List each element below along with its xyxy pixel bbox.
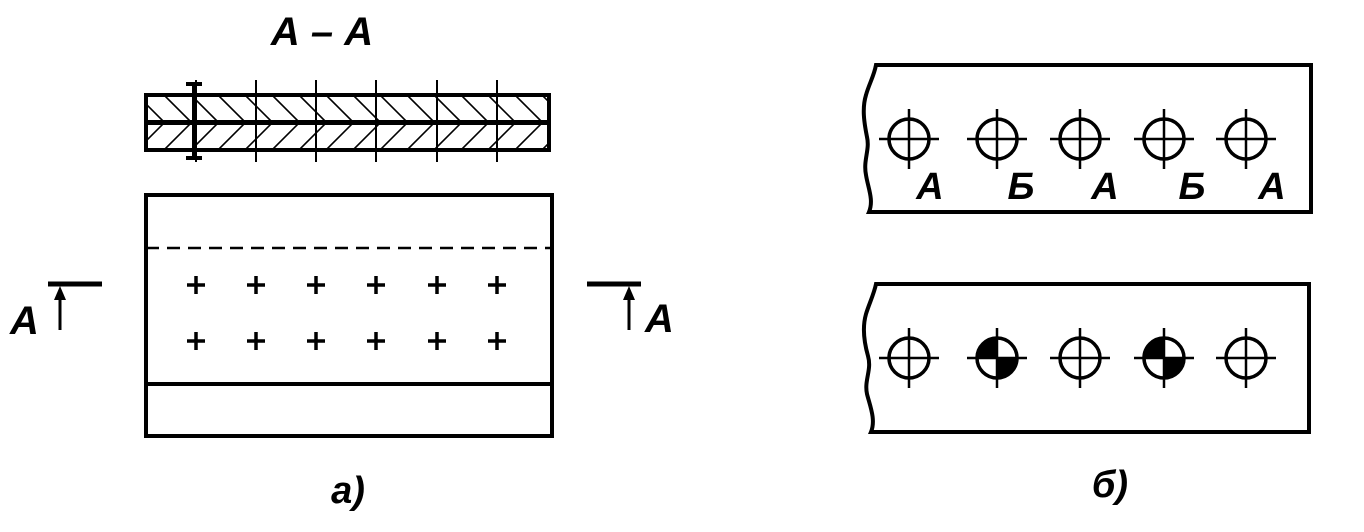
spot-symbol-filled — [967, 328, 1027, 388]
weld-spot-plus — [367, 332, 385, 350]
cut-marker-left: А — [9, 281, 102, 343]
spot-symbol — [1050, 109, 1110, 169]
weld-spot-plus — [247, 332, 265, 350]
strip-top-spots — [879, 109, 1276, 169]
weld-spot-plus — [488, 332, 506, 350]
weld-spot-plus — [187, 332, 205, 350]
spot-symbol — [1216, 328, 1276, 388]
weld-spot-plus — [488, 276, 506, 294]
top-plate — [144, 93, 551, 124]
cut-label-right: А — [644, 297, 674, 341]
spot-symbol — [1134, 109, 1194, 169]
weld-spot-grid — [187, 276, 506, 350]
strip-top-label: А — [915, 166, 943, 208]
weld-spot-plus — [307, 276, 325, 294]
spot-symbol — [879, 328, 939, 388]
plan-view — [144, 193, 554, 438]
strip-top-label: Б — [1008, 166, 1035, 208]
cut-label-left: А — [9, 299, 39, 343]
top-plate-hatching — [146, 95, 549, 122]
strip-top-label: А — [1257, 166, 1285, 208]
thickness-dimension — [186, 82, 202, 160]
weld-spot-plus — [187, 276, 205, 294]
strip-bottom-spots — [879, 328, 1276, 388]
spot-symbol — [967, 109, 1027, 169]
strip-top-label: А — [1090, 166, 1118, 208]
strip-top-label: Б — [1179, 166, 1206, 208]
spot-symbol — [1050, 328, 1110, 388]
plan-outline — [144, 193, 554, 438]
strip-bottom — [861, 282, 1311, 434]
spot-symbol — [879, 109, 939, 169]
caption-a: а) — [331, 470, 365, 512]
weld-spot-plus — [247, 276, 265, 294]
weld-spot-plus — [307, 332, 325, 350]
cut-arrow-left — [54, 286, 66, 300]
weld-spot-plus — [428, 276, 446, 294]
cross-section — [144, 80, 551, 162]
caption-b: б) — [1092, 464, 1128, 506]
spot-symbol — [1216, 109, 1276, 169]
figure-a: А – А А — [9, 10, 674, 512]
cut-arrow-right — [623, 286, 635, 300]
strip-top-outline — [861, 63, 1313, 214]
cut-marker-right: А — [587, 281, 674, 341]
weld-spot-plus — [428, 332, 446, 350]
bottom-plate-hatching — [146, 123, 549, 150]
figure-b: А Б А Б А б) — [861, 63, 1313, 506]
section-title: А – А — [270, 10, 373, 54]
bottom-plate — [144, 121, 551, 152]
spot-symbol-filled — [1134, 328, 1194, 388]
strip-bottom-outline — [861, 282, 1311, 434]
weld-spot-plus — [367, 276, 385, 294]
